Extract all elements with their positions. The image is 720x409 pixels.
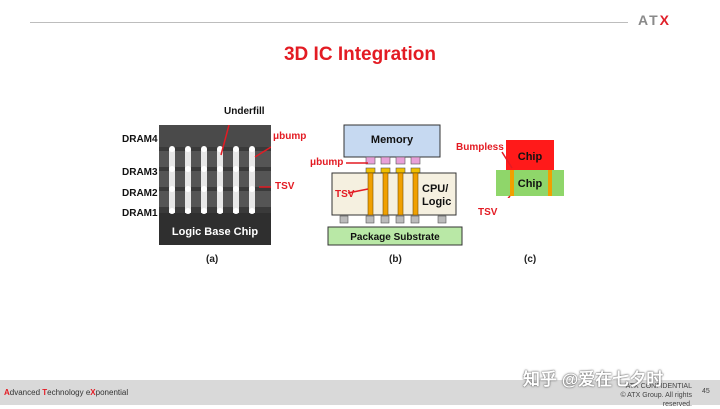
logic-base-chip-label: Logic Base Chip [171, 226, 259, 238]
tsv-label-a: TSV [275, 181, 295, 192]
chip-bottom-label: Chip [517, 178, 543, 190]
caption-a: (a) [206, 254, 219, 265]
dram-stack-image [159, 125, 271, 245]
tsv-label-c: TSV [478, 207, 498, 218]
underfill-label: Underfill [224, 106, 265, 117]
package-substrate-label: Package Substrate [350, 232, 440, 243]
page-number: 45 [702, 388, 710, 395]
bumpless-diagram [496, 140, 564, 198]
atx-logo: ATX [638, 12, 671, 28]
dram4-label: DRAM4 [122, 134, 158, 145]
header-rule [30, 22, 628, 23]
slide-title: 3D IC Integration [283, 44, 436, 65]
caption-c: (c) [524, 254, 537, 265]
cpu-label-line1: CPU/ [422, 183, 449, 195]
footer-bar [0, 380, 720, 405]
memory-label: Memory [370, 134, 414, 146]
dram1-label: DRAM1 [122, 208, 158, 219]
cpu-memory-diagram [327, 124, 463, 246]
caption-b: (b) [389, 254, 402, 265]
ubump-label-a: μbump [273, 131, 307, 142]
tsv-label-b: TSV [335, 189, 355, 200]
ubump-label-b: μbump [310, 157, 344, 168]
chip-top-label: Chip [517, 151, 543, 163]
dram3-label: DRAM3 [122, 167, 158, 178]
bumpless-label: Bumpless [456, 142, 504, 153]
dram2-label: DRAM2 [122, 188, 158, 199]
watermark: 知乎 @爱在七夕时 [523, 370, 664, 389]
cpu-label-line2: Logic [422, 196, 452, 208]
footer-tagline: Advanced Technology eXponential [4, 388, 129, 397]
